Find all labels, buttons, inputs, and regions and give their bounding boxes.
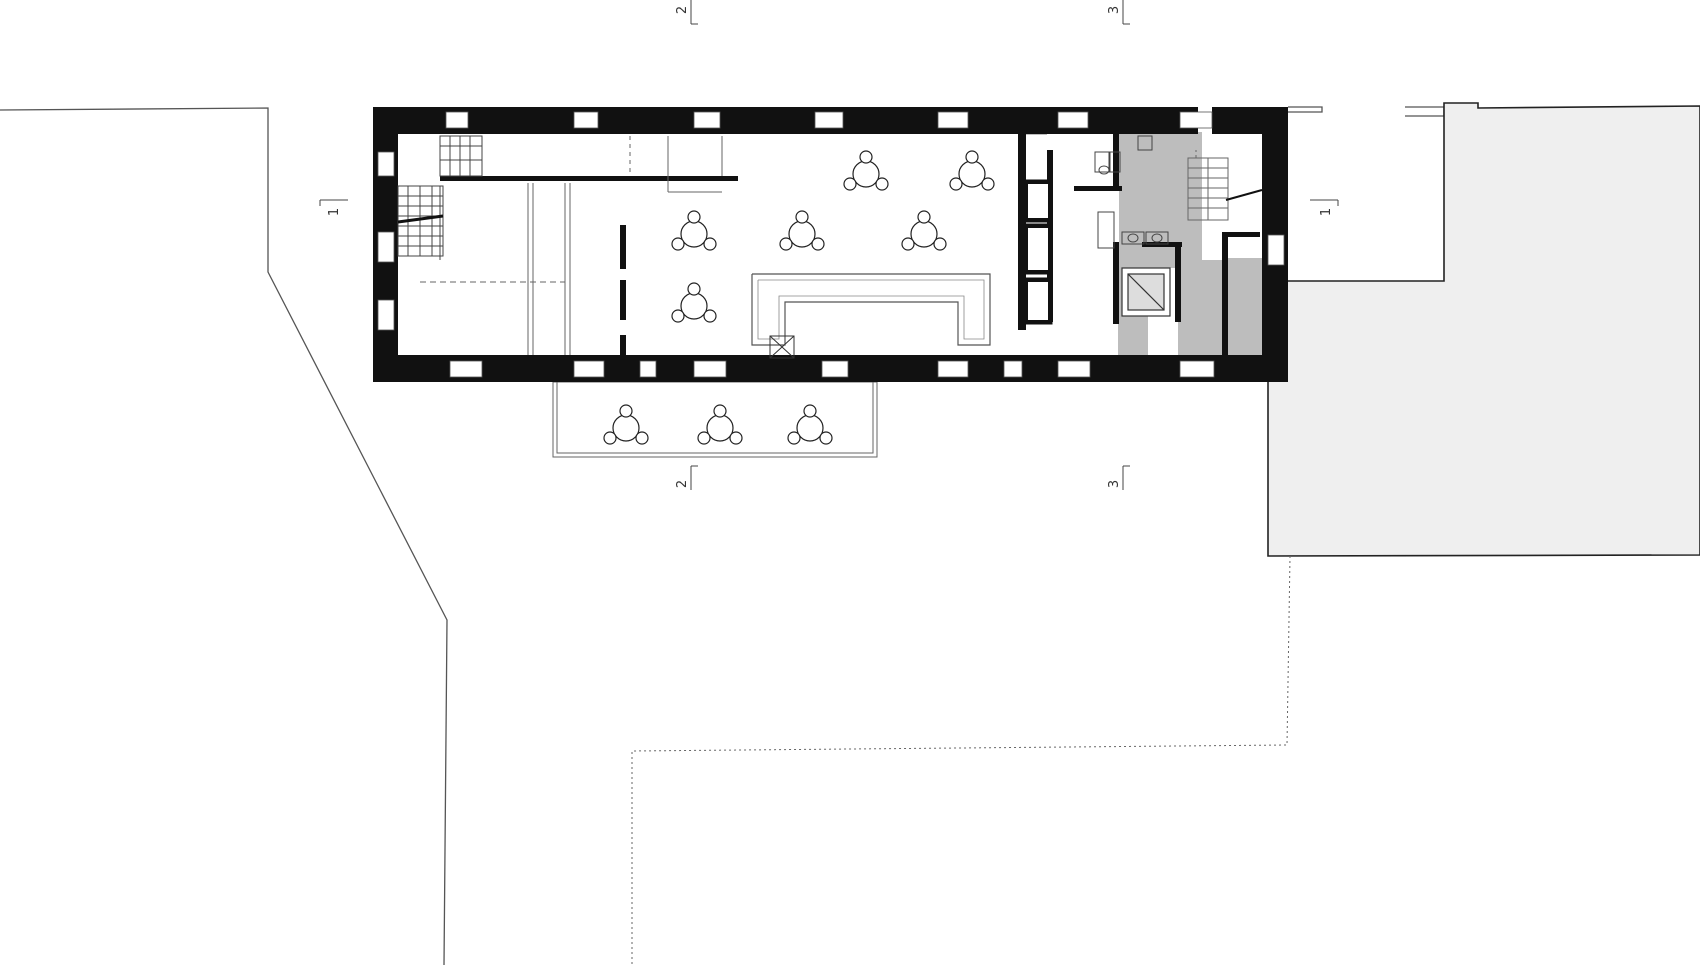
section-label: 3 xyxy=(1107,480,1122,488)
interior-floor-right xyxy=(1047,132,1119,322)
interior-tables xyxy=(671,150,995,323)
table-set xyxy=(779,210,825,251)
section-label: 1 xyxy=(1319,208,1334,216)
section-label: 1 xyxy=(327,208,342,216)
interior-floor xyxy=(398,135,1114,355)
bar-counter xyxy=(751,273,991,346)
stair-right xyxy=(1187,150,1263,221)
section-marker-bottom-right: 3 xyxy=(1107,465,1130,490)
section-marker-bottom-left: 2 xyxy=(675,465,698,490)
neighbor-building xyxy=(1267,102,1700,557)
shelving-inner xyxy=(1028,184,1048,320)
double-height-void xyxy=(420,136,723,355)
section-marker-side-right: 1 xyxy=(1310,199,1339,216)
section-label: 2 xyxy=(675,480,690,488)
restrooms xyxy=(1094,135,1169,249)
service-hatch xyxy=(769,335,795,359)
elevator xyxy=(1121,267,1171,317)
table-set xyxy=(671,282,717,323)
section-label: 3 xyxy=(1107,6,1122,14)
section-marker-top-right: 3 xyxy=(1107,0,1130,25)
table-set xyxy=(843,150,889,191)
table-set xyxy=(603,404,649,445)
table-set xyxy=(697,404,743,445)
section-marker-side-left: 1 xyxy=(319,199,348,216)
table-set xyxy=(787,404,833,445)
section-marker-top-left: 2 xyxy=(675,0,698,25)
section-label: 2 xyxy=(675,6,690,14)
window-openings xyxy=(377,111,1285,378)
stair-left xyxy=(397,135,483,260)
table-set xyxy=(671,210,717,251)
property-line xyxy=(631,555,1291,965)
terrace-tables xyxy=(603,404,833,445)
table-set xyxy=(949,150,995,191)
table-set xyxy=(901,210,947,251)
